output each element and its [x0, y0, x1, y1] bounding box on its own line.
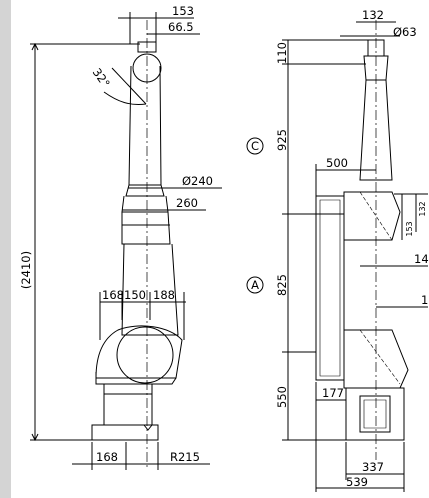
right-dim-500: 500 — [326, 156, 348, 170]
left-shoulder-circle — [116, 326, 174, 384]
right-elbow-block — [343, 191, 401, 241]
left-angle-leader — [111, 67, 147, 105]
right-dim-177: 177 — [322, 386, 344, 400]
right-dim-14: 14 — [414, 252, 429, 266]
right-elbow-diag — [359, 191, 393, 241]
right-dim-337: 337 — [362, 460, 384, 474]
left-dim-base-left: 168 — [96, 450, 118, 464]
label-circle-a — [246, 276, 264, 294]
left-shoulder — [95, 325, 183, 379]
dimension-labels: 153 66.5 32° (2410) Ø240 260 168 150 188… — [19, 4, 429, 489]
right-base — [345, 387, 405, 441]
left-dim-angle: 32° — [90, 65, 113, 90]
right-dim-1: 1 — [421, 293, 428, 307]
left-angle-arc — [103, 91, 147, 105]
right-dim-132: 132 — [362, 8, 384, 22]
right-dim-110: 110 — [275, 42, 289, 64]
label-c: C — [251, 139, 259, 153]
left-dim-arrow-bottom — [31, 433, 39, 442]
label-circle-c — [246, 137, 264, 155]
left-base — [91, 424, 159, 441]
left-forearm-collar — [125, 184, 165, 197]
left-elbow — [121, 211, 171, 245]
left-shoulder-band — [95, 372, 177, 385]
label-a: A — [251, 278, 259, 292]
right-shoulder — [343, 329, 409, 389]
right-robot-view — [282, 20, 428, 492]
right-dim-63: Ø63 — [393, 25, 417, 39]
left-dim-66-5: 66.5 — [168, 20, 194, 34]
left-dim-total-height: (2410) — [19, 251, 33, 289]
left-robot-view — [30, 12, 222, 470]
left-dim-w3: 188 — [153, 288, 175, 302]
right-dim-925: 925 — [275, 129, 289, 151]
right-forearm — [359, 79, 393, 181]
right-base-window-inner — [363, 399, 387, 429]
right-dim-153: 153 — [405, 221, 414, 236]
left-dim-base-radius: R215 — [170, 450, 200, 464]
left-dim-w2: 150 — [124, 288, 146, 302]
right-dim-825: 825 — [275, 274, 289, 296]
right-shoulder-diag — [359, 329, 401, 385]
right-dim-539: 539 — [346, 475, 368, 489]
left-base-tick — [143, 424, 153, 431]
left-column — [103, 384, 153, 426]
left-wrist-circle — [132, 53, 162, 83]
left-dim-arrow-top — [31, 42, 39, 51]
left-gray-bar — [0, 0, 11, 498]
right-dim-550: 550 — [275, 386, 289, 408]
left-forearm — [128, 65, 162, 186]
left-dim-153: 153 — [172, 4, 194, 18]
left-elbow-top — [121, 195, 169, 213]
right-dim-132-small: 132 — [418, 201, 427, 216]
left-dim-w1: 168 — [102, 288, 124, 302]
right-upper-arm-inner — [319, 199, 341, 377]
left-dim-260: 260 — [176, 196, 198, 210]
left-upper-arm — [121, 243, 179, 336]
left-flange — [137, 41, 157, 53]
left-dim-240: Ø240 — [182, 174, 213, 188]
right-base-window — [359, 395, 391, 433]
